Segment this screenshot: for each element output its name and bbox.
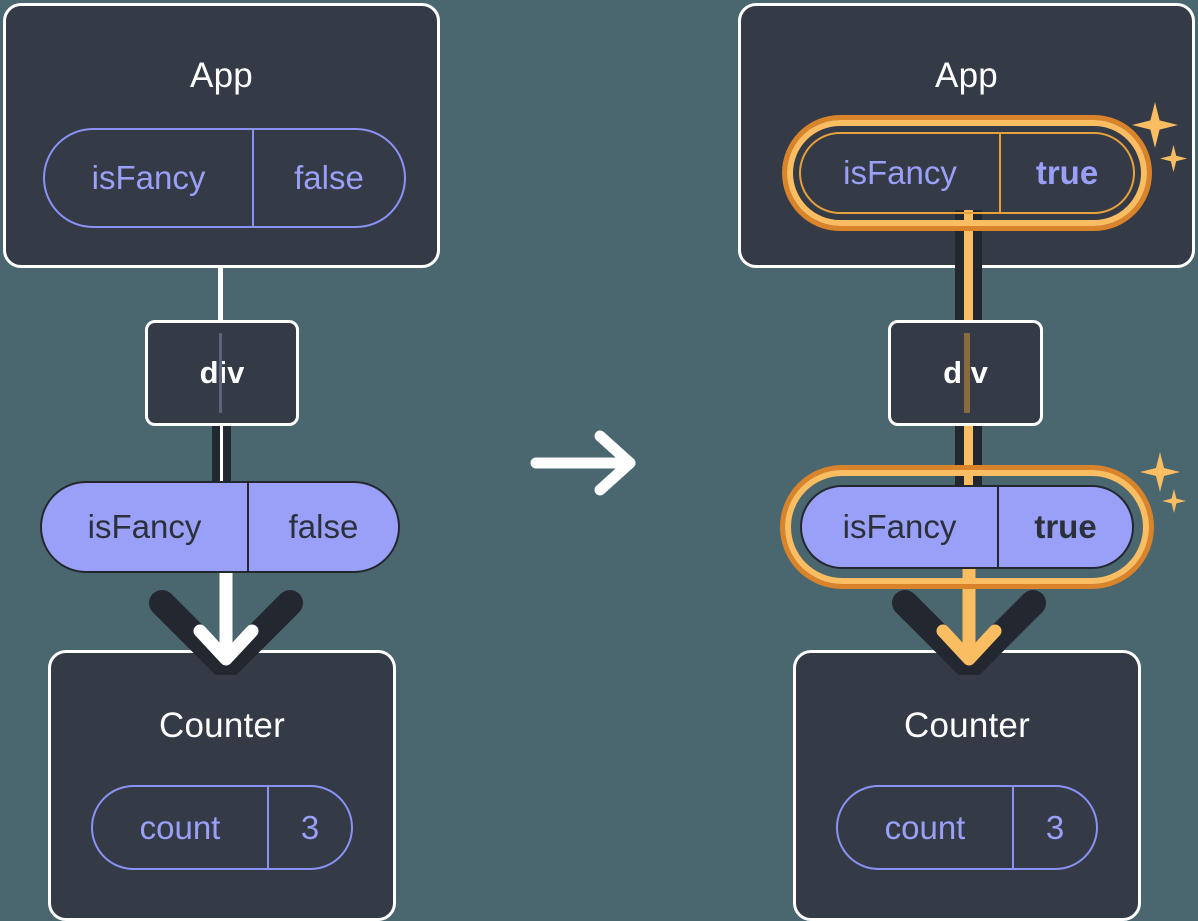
pill-separator <box>247 483 249 571</box>
app-state-pill-name-before: isFancy <box>91 159 206 196</box>
counter-card-before: Counter count 3 <box>48 650 396 921</box>
app-card-before: App isFancy false <box>3 3 440 268</box>
pill-separator <box>267 787 269 868</box>
app-title-after: App <box>935 56 998 95</box>
pill-separator <box>252 130 254 226</box>
connector-div-to-props-right-before <box>223 424 231 484</box>
counter-state-pill-before: count 3 <box>91 785 353 870</box>
props-pill-name-after: isFancy <box>842 508 957 545</box>
app-state-pill-value-before: false <box>294 159 364 196</box>
counter-state-pill-name-before: count <box>139 808 221 846</box>
pill-separator <box>1012 787 1014 868</box>
connector-through-div-before <box>219 333 222 413</box>
sparkle-props-large-icon <box>1140 452 1180 492</box>
counter-state-pill-name-after: count <box>884 808 966 846</box>
connector-div-to-props-mid-before <box>220 424 223 484</box>
props-pill-before: isFancy false <box>40 481 400 573</box>
counter-state-pill-value-before: 3 <box>300 808 320 846</box>
connector-app-to-div-core-after <box>964 210 973 325</box>
div-node-before: div <box>145 320 299 426</box>
connector-app-to-div-left-after <box>955 210 964 325</box>
counter-card-after: Counter count 3 <box>793 650 1141 921</box>
transition-arrow-icon <box>530 428 646 498</box>
counter-title-before: Counter <box>159 706 285 745</box>
counter-state-pill-value-after: 3 <box>1045 808 1065 846</box>
pill-separator <box>997 487 999 567</box>
counter-title-after: Counter <box>904 706 1030 745</box>
connector-app-to-div-right-after <box>973 210 982 325</box>
app-state-pill-highlight-ring-after <box>787 120 1147 226</box>
connector-app-to-div-before <box>218 263 223 323</box>
props-pill-value-after: true <box>1034 508 1097 545</box>
app-title-before: App <box>190 56 253 95</box>
app-state-pill-name-after: isFancy <box>843 154 957 191</box>
connector-through-div-after <box>964 333 970 413</box>
sparkle-props-small-icon <box>1162 489 1186 513</box>
app-state-pill-after: isFancy true <box>799 132 1135 214</box>
connector-div-to-props-left-after <box>955 424 964 486</box>
props-pill-value-before: false <box>288 508 359 545</box>
pill-separator <box>999 134 1001 212</box>
connector-div-to-props-core-after <box>964 424 973 486</box>
app-state-pill-value-after: true <box>1035 154 1099 191</box>
counter-state-pill-after: count 3 <box>836 785 1098 870</box>
props-pill-highlight-ring-after <box>785 470 1149 584</box>
props-pill-name-before: isFancy <box>87 508 202 545</box>
app-state-pill-before: isFancy false <box>43 128 406 228</box>
render-arrow-before <box>140 565 312 675</box>
props-pill-after: isFancy true <box>800 485 1134 569</box>
connector-div-to-props-left-before <box>212 424 220 484</box>
connector-div-to-props-right-after <box>973 424 982 486</box>
